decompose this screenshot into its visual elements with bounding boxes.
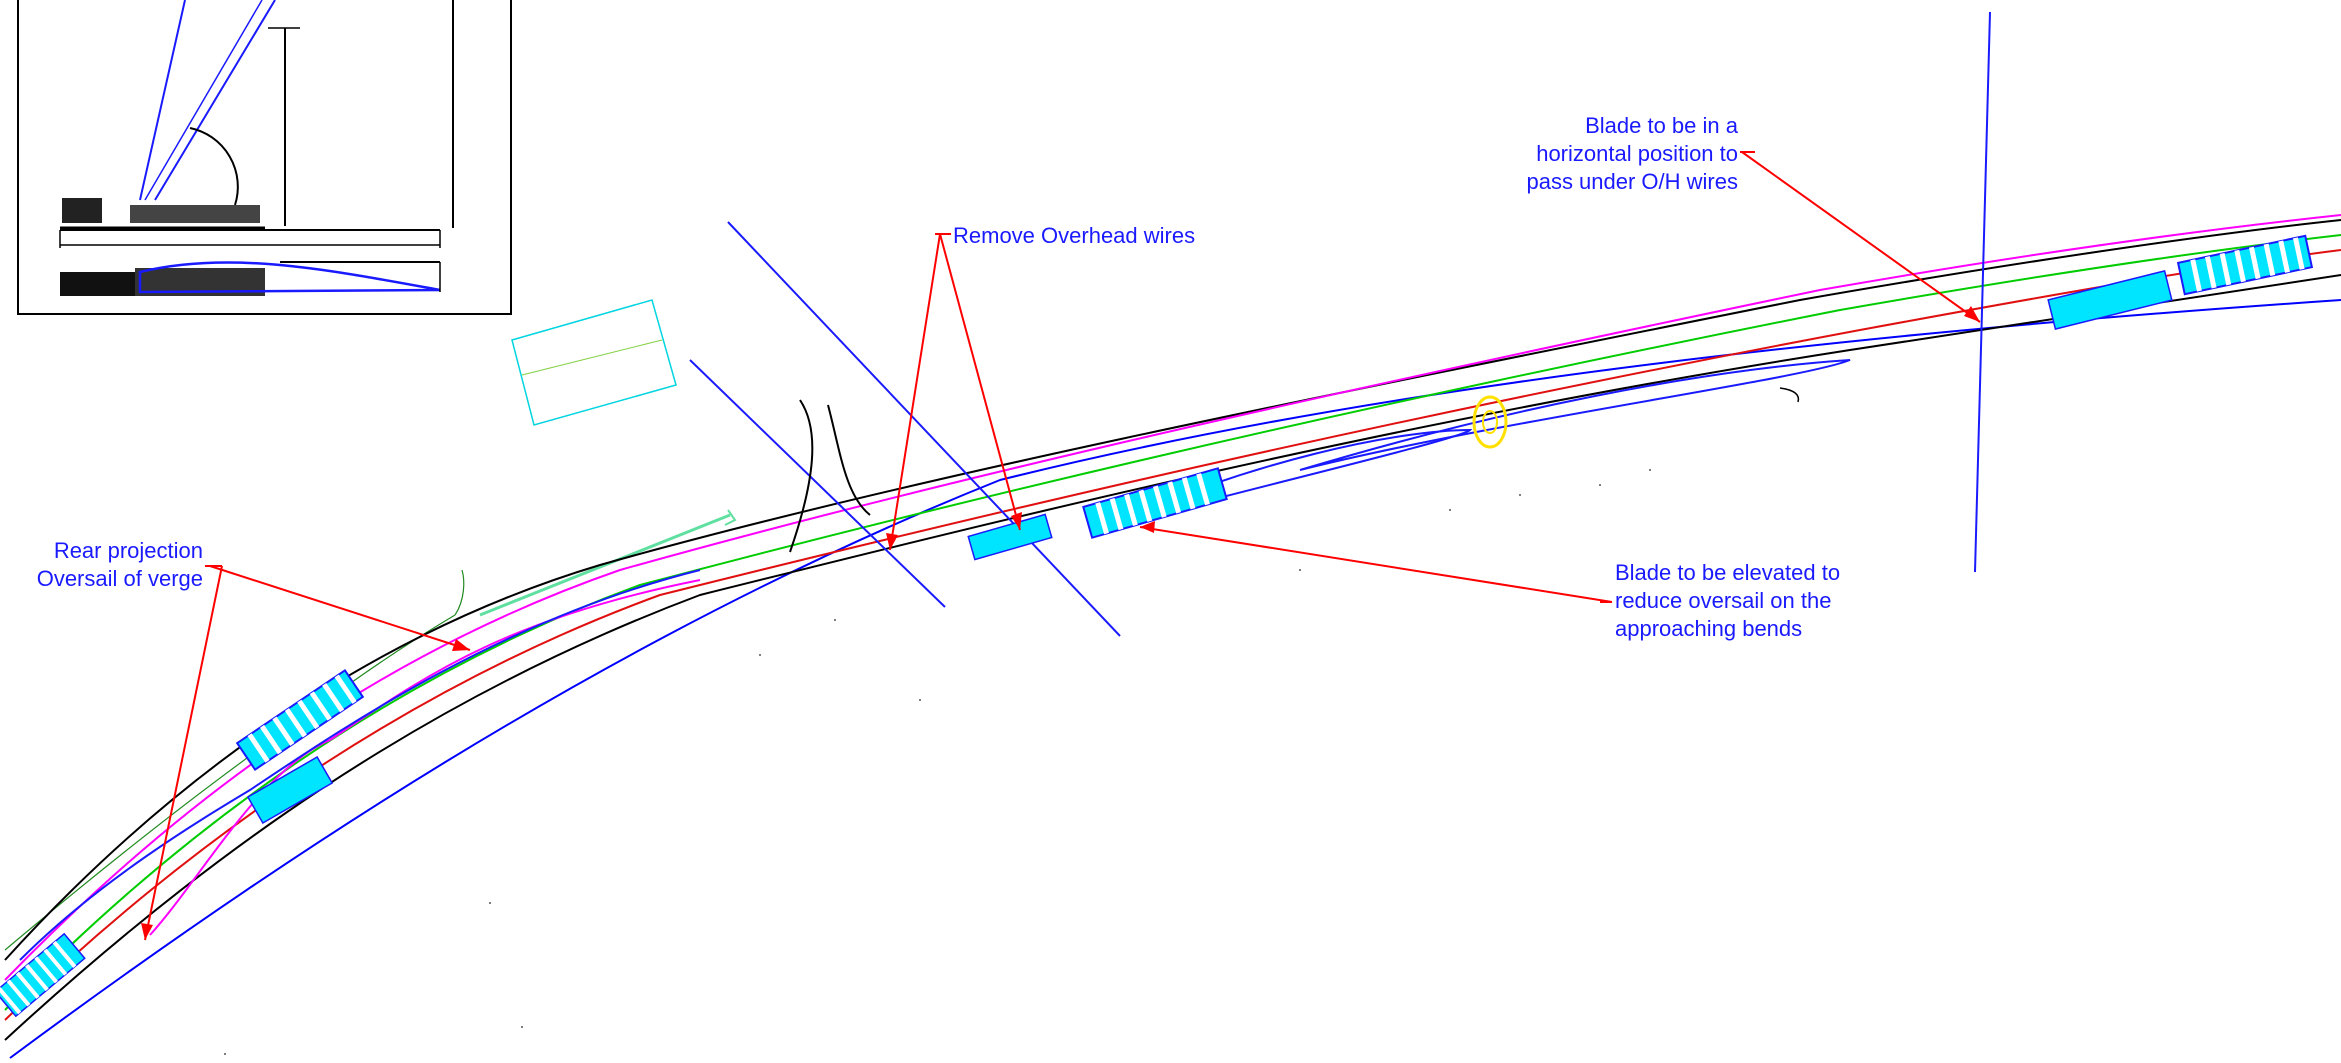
hedge-line [479,513,731,617]
swept-path-outer [4,214,2341,981]
leader-remove-wires-1 [889,233,941,551]
annotation-line: pass under O/H wires [1526,169,1738,194]
overhead-wire-1 [727,221,1121,637]
road-edge-south [4,274,2341,1041]
leader-blade-horizontal [1741,151,1981,323]
annotation-leader-ticks [205,151,1755,603]
annotation-line: approaching bends [1615,616,1802,641]
annotation-line: horizontal position to [1536,141,1738,166]
blade-trailer-icon [0,234,2314,1018]
annotation-line: Blade to be in a [1585,113,1739,138]
annotation-line: Oversail of verge [37,566,203,591]
reference-block [511,299,677,426]
leader-arrowheads [141,306,1980,940]
annotation-line: Remove Overhead wires [953,223,1195,248]
verge-line [4,614,456,951]
leader-blade-elevated [1139,526,1613,603]
annotation-line: reduce oversail on the [1615,588,1831,613]
annotation-blade-elevated: Blade to be elevated to reduce oversail … [1615,560,1840,641]
annotation-rear-projection: Rear projection Oversail of verge [37,538,203,591]
annotation-line: Blade to be elevated to [1615,560,1840,585]
tree-icon [1472,395,1508,449]
carriageway-edge [9,299,2341,1059]
annotation-blade-horizontal: Blade to be in a horizontal position to … [1526,113,1738,194]
annotation-remove-overhead: Remove Overhead wires [953,223,1195,248]
swept-path-green [4,234,2341,1011]
leader-remove-wires-2 [939,233,1021,531]
vehicle-detail-inset [17,0,512,315]
leader-rear-projection-2 [144,565,223,941]
leader-lines [144,151,1981,941]
overhead-wire-2 [689,359,946,608]
leader-rear-projection-1 [209,565,471,651]
survey-points [224,469,1651,1055]
overhead-wire-3 [1974,11,1991,573]
swept-path-inner [4,249,2341,1021]
road-edge-north [4,219,2341,961]
annotation-line: Rear projection [54,538,203,563]
